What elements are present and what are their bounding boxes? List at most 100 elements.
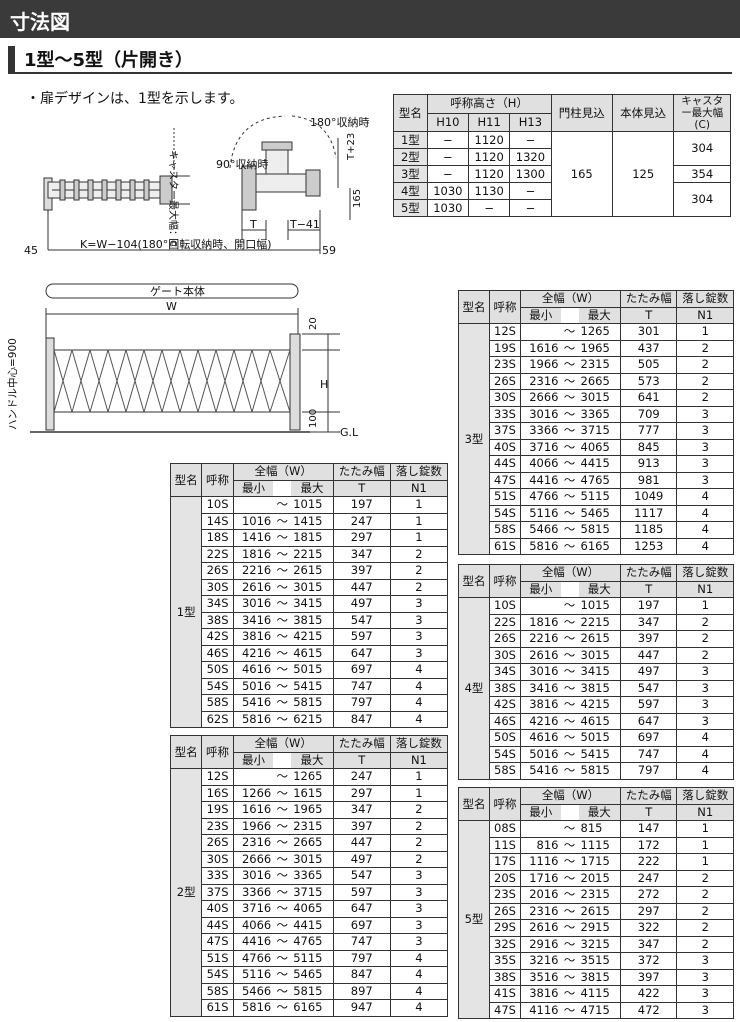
fold-width-cell: 301	[619, 323, 678, 341]
lock-count-cell: 2	[389, 834, 449, 852]
width-max-cell: 3015	[291, 578, 334, 596]
fold-width-cell: 697	[332, 916, 391, 934]
lock-count-cell: 2	[389, 817, 449, 835]
fold-width-cell: 197	[332, 496, 391, 514]
lock-count-cell: 4	[389, 694, 449, 712]
width-min-cell: 1816	[232, 545, 274, 563]
width-max-cell: 3415	[578, 663, 621, 681]
name-cell: 22S	[489, 613, 521, 631]
name-cell: 26S	[489, 630, 521, 648]
spec-header-nominal-height: 呼称高さ（H）	[426, 94, 552, 114]
header-fold: たたみ幅	[619, 564, 678, 582]
name-cell: 47S	[489, 471, 521, 489]
fold-width-cell: 947	[332, 999, 391, 1017]
name-cell: 41S	[489, 985, 521, 1003]
lock-count-cell: 2	[676, 356, 734, 374]
header-width: 全幅（W）	[232, 735, 334, 753]
width-w-label: W	[166, 300, 177, 313]
name-cell: 12S	[201, 768, 234, 786]
lock-count-cell: 3	[676, 952, 734, 970]
header-fold: たたみ幅	[332, 463, 391, 481]
name-cell: 58S	[201, 694, 234, 712]
width-max-cell: 2315	[578, 886, 621, 904]
width-max-cell: 1965	[291, 801, 334, 819]
tilde-cell: ～	[560, 405, 579, 423]
tilde-cell: ～	[273, 867, 292, 885]
header-min: 最小	[520, 803, 561, 821]
fold-width-cell: 547	[619, 679, 678, 697]
fold-width-cell: 247	[332, 768, 391, 786]
tilde-cell: ～	[560, 613, 579, 631]
name-cell: 40S	[489, 438, 521, 456]
width-min-cell: 2316	[520, 372, 561, 390]
tilde-cell: ～	[273, 710, 292, 728]
fold-width-cell: 147	[619, 820, 678, 838]
fold-width-cell: 472	[619, 1001, 678, 1019]
header-locks: 落し錠数	[389, 463, 449, 481]
width-min-cell: 4616	[520, 729, 561, 747]
fold-width-cell: 347	[332, 801, 391, 819]
width-min-cell: 5016	[232, 677, 274, 695]
width-max-cell: 5465	[578, 504, 621, 522]
lock-count-cell: 4	[676, 745, 734, 763]
header-name: 呼称	[489, 787, 521, 821]
width-min-cell: 1616	[520, 339, 561, 357]
lock-count-cell: 3	[676, 968, 734, 986]
width-max-cell: 1415	[291, 512, 334, 530]
tilde-cell: ～	[560, 646, 579, 664]
tilde-cell: ～	[560, 679, 579, 697]
width-min-cell: 1966	[520, 356, 561, 374]
width-min-cell: 3816	[520, 985, 561, 1003]
header-width: 全幅（W）	[520, 787, 621, 805]
width-min-cell: 4766	[520, 488, 561, 506]
header-fold-unit: T	[619, 306, 678, 324]
fold-width-cell: 347	[619, 935, 678, 953]
name-cell: 44S	[489, 455, 521, 473]
width-min-cell: 3016	[520, 405, 561, 423]
header-model: 型名	[169, 735, 203, 769]
lock-count-cell: 4	[389, 661, 449, 679]
lock-count-cell: 1	[389, 512, 449, 530]
tilde-cell: ～	[560, 902, 579, 920]
width-min-cell: 2616	[520, 646, 561, 664]
tilde-cell: ～	[560, 762, 579, 780]
lock-count-cell: 1	[676, 836, 734, 854]
fold-width-cell: 447	[332, 578, 391, 596]
header-min: 最小	[520, 306, 561, 324]
fold-width-cell: 497	[332, 595, 391, 613]
model-cell: 3型	[458, 323, 490, 555]
width-max-cell: 4715	[578, 1001, 621, 1019]
fold-width-cell: 747	[619, 745, 678, 763]
width-min-cell: 4216	[232, 644, 274, 662]
tilde-cell: ～	[273, 595, 292, 613]
width-max-cell: 2215	[578, 613, 621, 631]
header-locks: 落し錠数	[676, 787, 734, 805]
page-title: 寸法図	[10, 10, 70, 34]
section-marker	[8, 46, 15, 72]
name-cell: 29S	[489, 919, 521, 937]
name-cell: 10S	[201, 496, 234, 514]
tilde-cell: ～	[560, 389, 579, 407]
fold-width-cell: 422	[619, 985, 678, 1003]
width-max-cell: 3815	[578, 679, 621, 697]
width-min-cell: 5816	[232, 999, 274, 1017]
width-max-cell: 2665	[578, 372, 621, 390]
tilde-cell: ～	[560, 323, 579, 341]
fold-width-cell: 397	[619, 968, 678, 986]
section-heading: 1型～5型（片開き）	[8, 44, 732, 74]
width-max-cell: 1115	[578, 836, 621, 854]
width-max-cell: 5015	[578, 729, 621, 747]
header-fold-unit: T	[332, 751, 391, 769]
